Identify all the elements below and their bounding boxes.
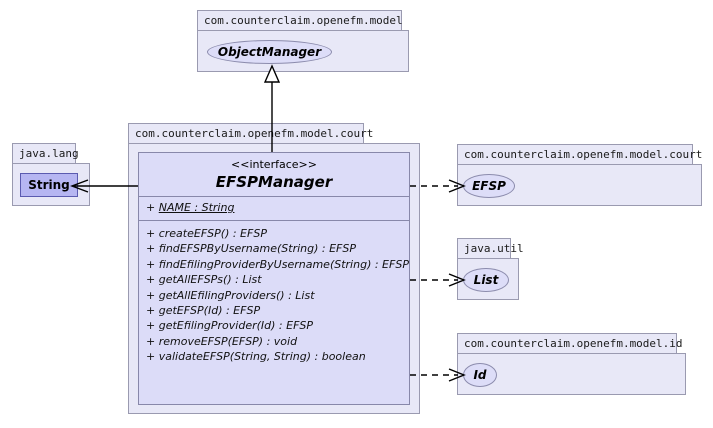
interface-divider-ops	[139, 220, 409, 221]
package-model-id-label: com.counterclaim.openefm.model.id	[457, 333, 683, 354]
operation-signature: validateEFSP(String, String) : boolean	[158, 350, 366, 364]
package-java-lang: java.lang String	[12, 143, 90, 206]
node-list[interactable]: List	[463, 268, 509, 292]
node-object-manager[interactable]: ObjectManager	[207, 40, 332, 64]
node-string[interactable]: String	[20, 173, 78, 197]
attribute-signature: NAME : String	[158, 201, 235, 214]
package-court-main-label: com.counterclaim.openefm.model.court	[128, 123, 373, 144]
operation-row: + findEfilingProviderByUsername(String) …	[146, 257, 409, 272]
operation-row: + removeEFSP(EFSP) : void	[146, 334, 402, 349]
package-model-id: com.counterclaim.openefm.model.id Id	[457, 333, 686, 395]
attribute-visibility: +	[146, 201, 156, 214]
package-court-efsp: com.counterclaim.openefm.model.court EFS…	[457, 144, 702, 206]
interface-efspmanager[interactable]: <<interface>> EFSPManager + NAME : Strin…	[138, 152, 410, 405]
operation-signature: findEFSPByUsername(String) : EFSP	[158, 242, 356, 256]
operation-signature: createEFSP() : EFSP	[158, 227, 267, 240]
operation-signature: findEfilingProviderByUsername(String) : …	[158, 257, 409, 271]
operation-visibility: +	[146, 227, 156, 240]
package-java-lang-label: java.lang	[12, 143, 79, 164]
operation-signature: getAllEFSPs() : List	[158, 273, 262, 287]
operation-row: + getAllEfilingProviders() : List	[146, 288, 402, 303]
operation-row: + validateEFSP(String, String) : boolean	[146, 349, 402, 364]
package-java-util-label: java.util	[457, 238, 524, 259]
interface-stereotype: <<interface>>	[231, 158, 317, 171]
operation-visibility: +	[146, 273, 156, 287]
operation-row: + getEfilingProvider(Id) : EFSP	[146, 318, 402, 333]
interface-attributes: + NAME : String	[139, 197, 409, 220]
operation-signature: getAllEfilingProviders() : List	[158, 288, 315, 302]
operation-visibility: +	[146, 334, 156, 348]
operation-row: + createEFSP() : EFSP	[146, 226, 402, 241]
interface-divider-attrs	[139, 196, 409, 197]
interface-name: EFSPManager	[215, 173, 333, 191]
node-efsp[interactable]: EFSP	[463, 174, 515, 198]
package-model-label: com.counterclaim.openefm.model	[197, 10, 403, 31]
operation-visibility: +	[146, 257, 156, 271]
operation-row: + getAllEFSPs() : List	[146, 272, 402, 287]
node-id[interactable]: Id	[463, 363, 497, 387]
attribute-row: + NAME : String	[146, 201, 402, 215]
operation-visibility: +	[146, 304, 156, 318]
operation-visibility: +	[146, 319, 156, 333]
operation-row: + findEFSPByUsername(String) : EFSP	[146, 241, 402, 256]
operation-signature: removeEFSP(EFSP) : void	[158, 334, 298, 348]
operation-visibility: +	[146, 242, 156, 256]
operation-visibility: +	[146, 288, 156, 302]
package-model: com.counterclaim.openefm.model ObjectMan…	[197, 10, 409, 72]
package-java-util: java.util List	[457, 238, 524, 300]
operation-row: + getEFSP(Id) : EFSP	[146, 303, 402, 318]
package-court-efsp-label: com.counterclaim.openefm.model.court	[457, 144, 702, 165]
operation-signature: getEFSP(Id) : EFSP	[158, 304, 261, 318]
operation-signature: getEfilingProvider(Id) : EFSP	[158, 319, 314, 333]
interface-operations: + createEFSP() : EFSP + findEFSPByUserna…	[139, 221, 409, 371]
operation-visibility: +	[146, 350, 156, 364]
